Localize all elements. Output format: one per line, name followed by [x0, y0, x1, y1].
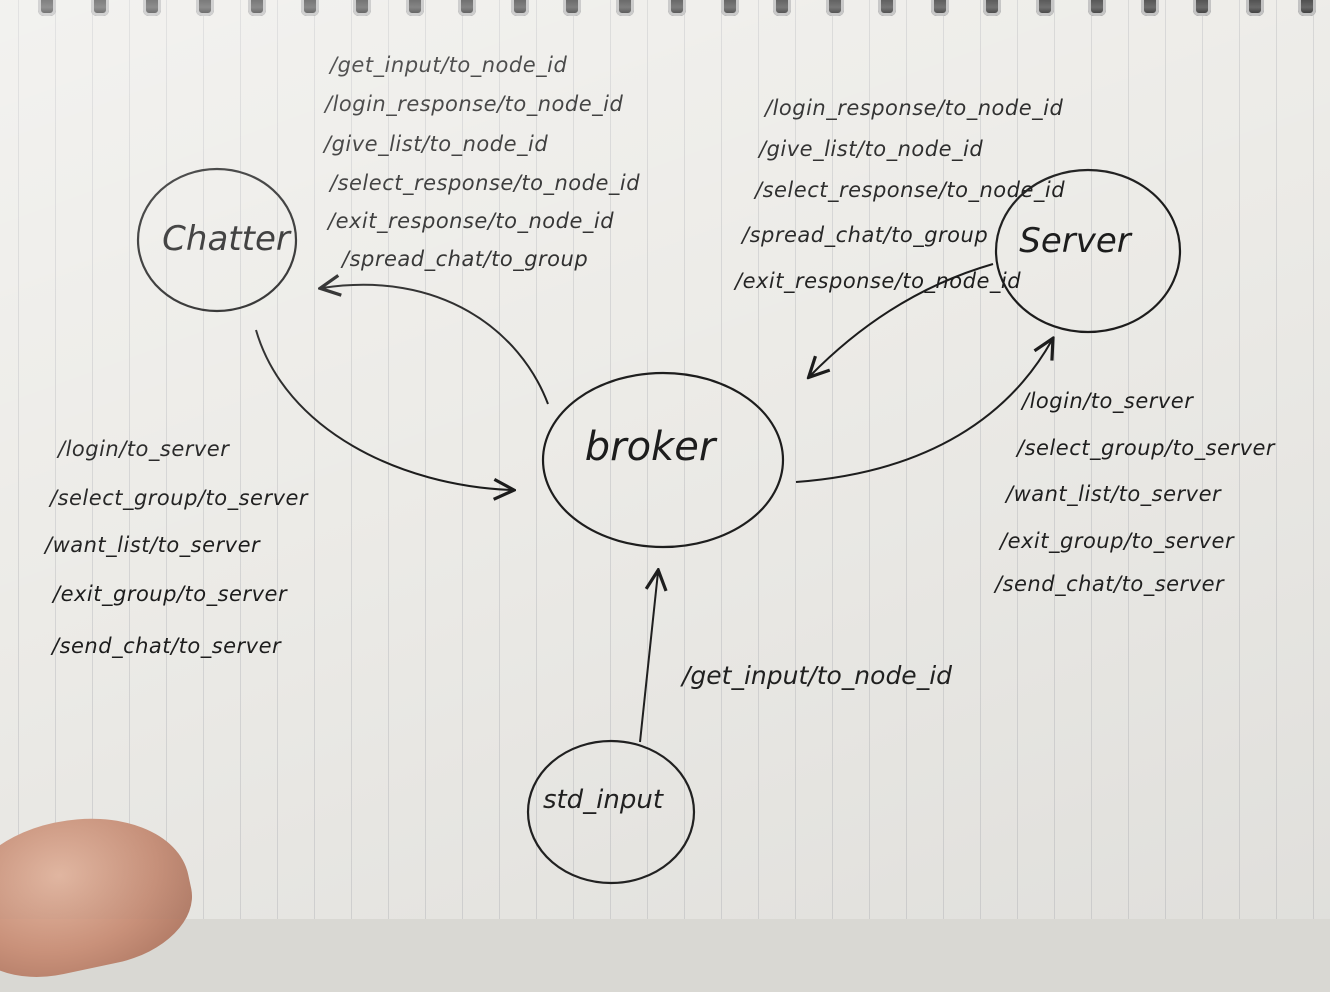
edge-label: /get_input/to_node_id [680, 661, 952, 690]
edge-label: /give_list/to_node_id [757, 137, 983, 162]
spiral-ring [1298, 0, 1316, 16]
edge-broker-to-chatter [322, 285, 549, 405]
edge-label: /send_chat/to_server [50, 634, 282, 659]
node-std-input: std_input [526, 739, 696, 885]
spiral-ring [721, 0, 739, 16]
edge-server-to-broker [795, 340, 1052, 483]
node-broker: broker [541, 371, 785, 549]
broker-label: broker [585, 424, 718, 470]
edge-label: /login/to_server [1020, 389, 1194, 414]
edge-label: /exit_response/to_node_id [733, 269, 1021, 294]
edge-label: /login_response/to_node_id [323, 92, 623, 117]
edge-broker-to-server [810, 263, 994, 376]
edge-label: /exit_group/to_server [998, 529, 1235, 554]
edge-label: /spread_chat/to_group [340, 247, 588, 272]
edge-label: /select_group/to_server [1015, 436, 1276, 461]
spiral-ring [983, 0, 1001, 16]
server-label: Server [1019, 221, 1133, 261]
label-group-std-input-to-broker: /get_input/to_node_id [680, 661, 952, 690]
edge-label: /exit_response/to_node_id [326, 209, 614, 234]
edge-label: /exit_group/to_server [51, 582, 288, 607]
spiral-ring [931, 0, 949, 16]
spiral-ring [91, 0, 109, 16]
edge-label: /select_response/to_node_id [753, 178, 1065, 203]
edge-std-input-to-broker [639, 572, 658, 743]
spiral-ring [406, 0, 424, 16]
spiral-ring [878, 0, 896, 16]
spiral-ring [1193, 0, 1211, 16]
label-group-broker-to-server: /login_response/to_node_id /give_list/to… [733, 96, 1065, 294]
spiral-ring [196, 0, 214, 16]
edge-label: /select_group/to_server [48, 486, 309, 511]
edge-label: /want_list/to_server [1004, 482, 1222, 507]
label-group-broker-to-chatter: /get_input/to_node_id /login_response/to… [322, 53, 640, 272]
edge-label: /send_chat/to_server [993, 572, 1225, 597]
edge-label: /login_response/to_node_id [763, 96, 1063, 121]
edge-label: /give_list/to_node_id [322, 132, 548, 157]
label-group-chatter-to-broker: /login/to_server /select_group/to_server… [43, 437, 309, 659]
spiral-ring [1246, 0, 1264, 16]
spiral-ring [1088, 0, 1106, 16]
spiral-ring [1036, 0, 1054, 16]
spiral-ring [826, 0, 844, 16]
label-group-server-to-broker: /login/to_server /select_group/to_server… [993, 389, 1276, 597]
node-chatter: Chatter [136, 167, 298, 313]
spiral-ring [668, 0, 686, 16]
spiral-ring [511, 0, 529, 16]
node-server: Server [994, 168, 1182, 334]
edge-label: /select_response/to_node_id [328, 171, 640, 196]
spiral-ring [616, 0, 634, 16]
spiral-ring [353, 0, 371, 16]
spiral-ring [563, 0, 581, 16]
edge-label: /want_list/to_server [43, 533, 261, 558]
architecture-diagram: Chatter Server broker std_input /get_inp… [43, 53, 1276, 885]
spiral-ring [143, 0, 161, 16]
edge-label: /spread_chat/to_group [740, 223, 988, 248]
std-input-label: std_input [543, 785, 664, 815]
spiral-binding [0, 0, 1330, 22]
spiral-ring [248, 0, 266, 16]
edge-chatter-to-broker [255, 329, 512, 490]
spiral-ring [38, 0, 56, 16]
spiral-ring [458, 0, 476, 16]
spiral-ring [1141, 0, 1159, 16]
notebook-page [0, 0, 1330, 919]
edge-label: /get_input/to_node_id [328, 53, 567, 78]
spiral-ring [301, 0, 319, 16]
spiral-ring [773, 0, 791, 16]
edge-label: /login/to_server [56, 437, 230, 462]
chatter-label: Chatter [162, 219, 292, 259]
